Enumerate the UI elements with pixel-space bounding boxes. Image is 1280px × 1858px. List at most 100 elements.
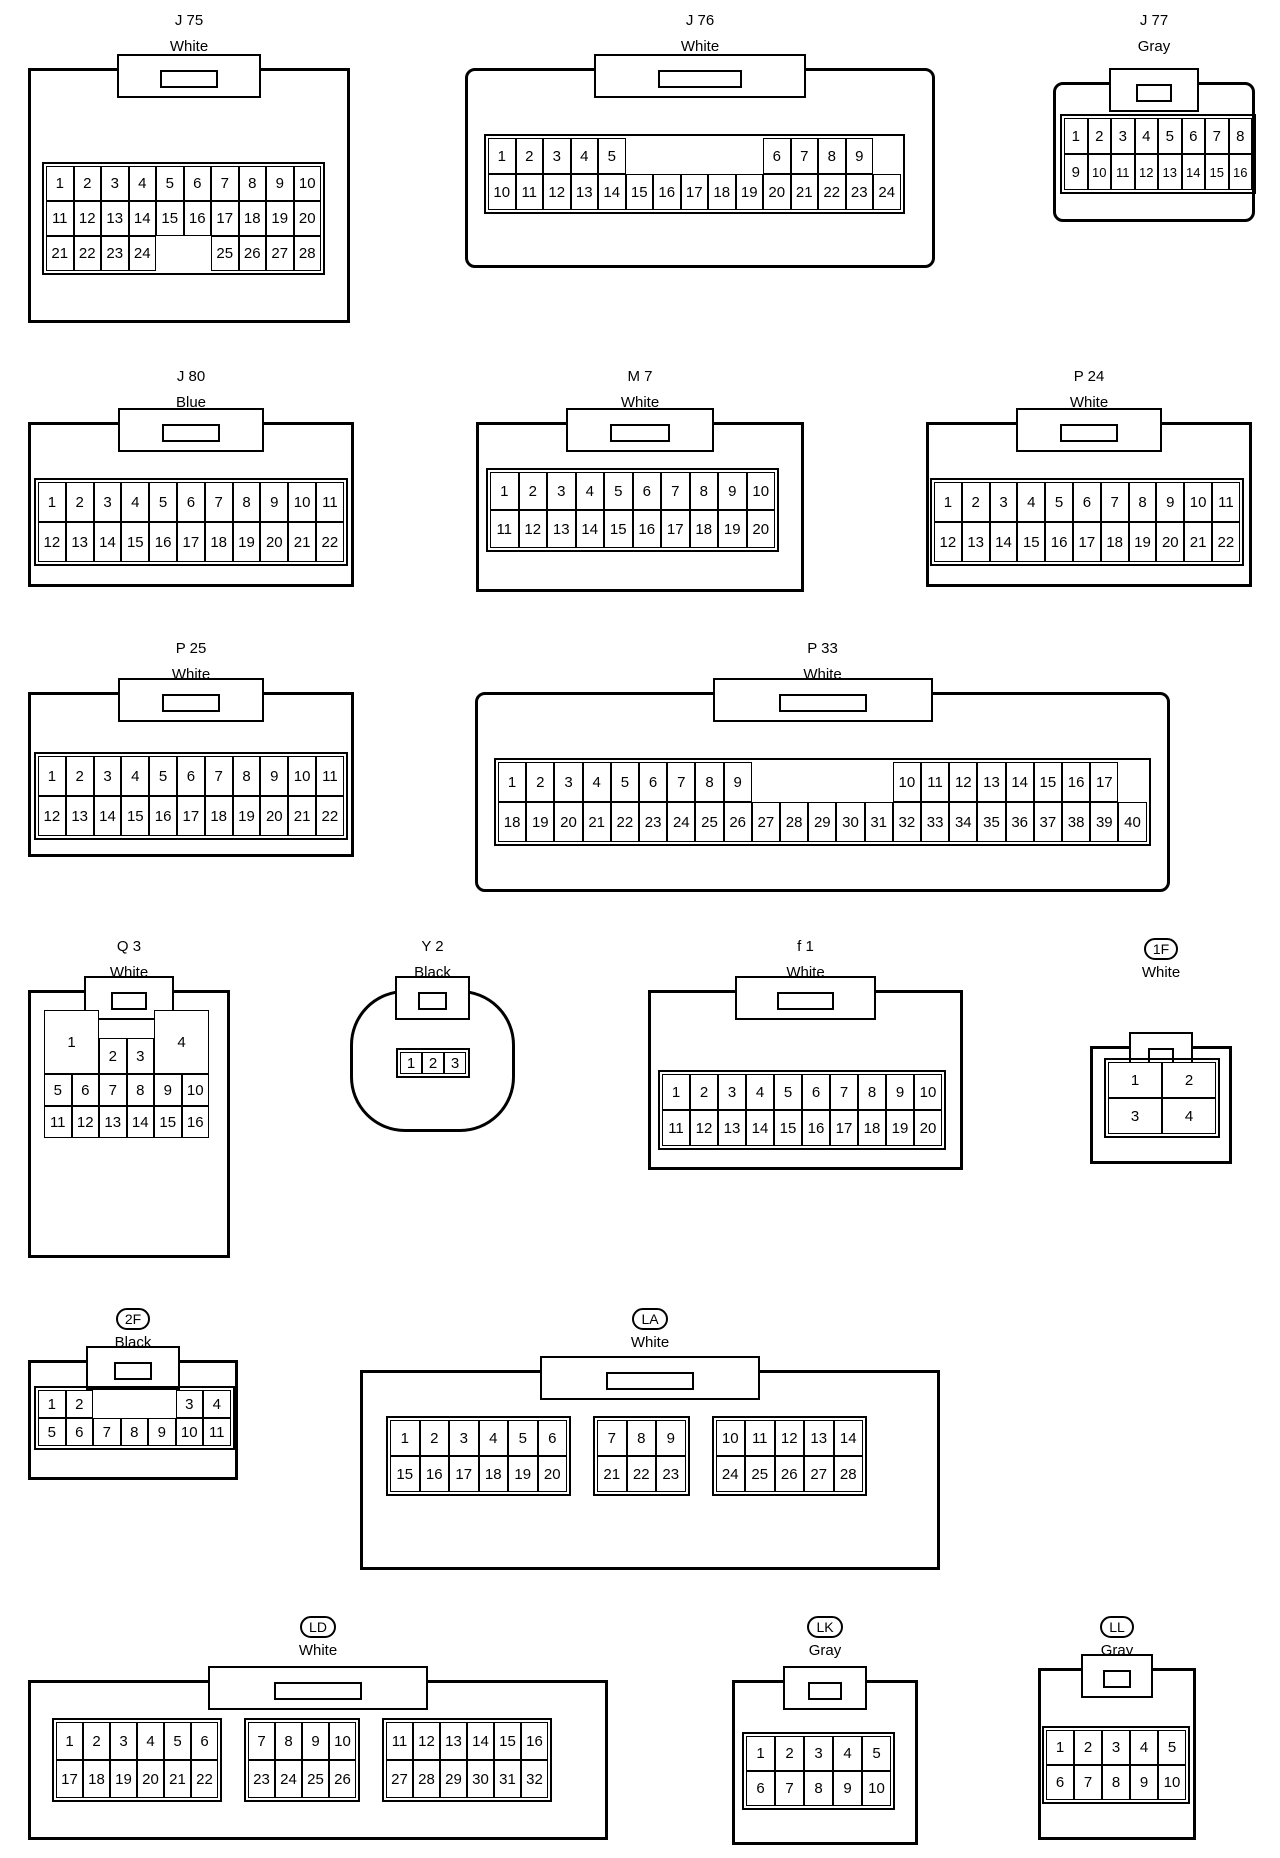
terminal-12: 12 xyxy=(1134,154,1158,190)
terminal-6: 6 xyxy=(1073,482,1101,522)
terminal-18: 18 xyxy=(689,510,718,548)
connector-label: J 77 xyxy=(1094,12,1214,29)
terminal-20: 20 xyxy=(260,796,289,836)
terminal-31: 31 xyxy=(494,1760,521,1798)
terminal-13: 13 xyxy=(65,796,94,836)
terminal-21: 21 xyxy=(1184,522,1212,562)
terminal-9: 9 xyxy=(1130,1765,1158,1800)
terminal-10: 10 xyxy=(488,174,516,210)
connector-id: M 7 xyxy=(627,368,653,385)
terminal-27: 27 xyxy=(386,1760,413,1798)
terminal-3: 3 xyxy=(126,1038,154,1074)
terminal-11: 11 xyxy=(662,1110,690,1146)
terminal-21: 21 xyxy=(46,236,74,271)
terminal-15: 15 xyxy=(625,174,653,210)
terminal-3: 3 xyxy=(93,482,122,522)
terminal-5: 5 xyxy=(862,1736,891,1771)
connector-label: P 25 xyxy=(131,640,251,657)
terminal-9: 9 xyxy=(260,482,289,522)
terminal-9: 9 xyxy=(1064,154,1088,190)
pin-block xyxy=(52,1718,222,1802)
terminal-10: 10 xyxy=(329,1722,356,1760)
terminal-10: 10 xyxy=(1184,482,1212,522)
terminal-3: 3 xyxy=(989,482,1018,522)
latch-tab xyxy=(657,70,743,88)
terminal-23: 23 xyxy=(639,802,668,842)
terminal-11: 11 xyxy=(1212,482,1240,522)
terminal-10: 10 xyxy=(181,1074,209,1106)
terminal-3: 3 xyxy=(101,166,129,201)
connector-color: White xyxy=(620,394,660,411)
terminal-2: 2 xyxy=(961,482,990,522)
terminal-25: 25 xyxy=(695,802,724,842)
terminal-7: 7 xyxy=(830,1074,858,1110)
latch-tab xyxy=(114,1362,152,1380)
terminal-17: 17 xyxy=(1090,762,1119,802)
terminal-21: 21 xyxy=(790,174,818,210)
terminal-1: 1 xyxy=(46,166,74,201)
terminal-23: 23 xyxy=(248,1760,275,1798)
terminal-8: 8 xyxy=(858,1074,886,1110)
terminal-4: 4 xyxy=(121,756,150,796)
terminal-8: 8 xyxy=(120,1418,148,1446)
pin-cavity xyxy=(1042,1726,1190,1804)
terminal-13: 13 xyxy=(99,1106,127,1138)
terminal-28: 28 xyxy=(293,236,321,271)
terminal-2: 2 xyxy=(99,1038,127,1074)
connector-id: 2F xyxy=(115,1308,151,1330)
connector-id: 1F xyxy=(1143,938,1179,960)
terminal-23: 23 xyxy=(656,1456,686,1492)
terminal-16: 16 xyxy=(419,1456,449,1492)
terminal-15: 15 xyxy=(154,1106,182,1138)
terminal-3: 3 xyxy=(543,138,571,174)
terminal-5: 5 xyxy=(164,1722,191,1760)
latch-tab xyxy=(808,1682,842,1700)
latch-tab xyxy=(110,992,148,1010)
terminal-16: 16 xyxy=(149,796,177,836)
terminal-7: 7 xyxy=(93,1418,121,1446)
terminal-21: 21 xyxy=(597,1456,627,1492)
terminal-37: 37 xyxy=(1033,802,1062,842)
terminal-28: 28 xyxy=(833,1456,863,1492)
terminal-14: 14 xyxy=(93,796,122,836)
terminal-18: 18 xyxy=(238,201,266,236)
terminal-34: 34 xyxy=(949,802,978,842)
connector-color: Gray xyxy=(808,1642,842,1659)
terminal-26: 26 xyxy=(723,802,752,842)
connector-color: Blue xyxy=(175,394,207,411)
connector-label: P 33 xyxy=(763,640,883,657)
terminal-4: 4 xyxy=(121,482,150,522)
terminal-22: 22 xyxy=(1212,522,1240,562)
terminal-16: 16 xyxy=(1062,762,1091,802)
terminal-11: 11 xyxy=(46,201,74,236)
connector-label: J 80 xyxy=(131,368,251,385)
pin-cavity xyxy=(742,1732,895,1810)
terminal-11: 11 xyxy=(316,756,344,796)
pin-cavity xyxy=(34,752,348,840)
terminal-13: 13 xyxy=(65,522,94,562)
terminal-20: 20 xyxy=(1156,522,1185,562)
connector-label: Y 2 xyxy=(373,938,493,955)
terminal-4: 4 xyxy=(1162,1098,1216,1134)
terminal-27: 27 xyxy=(751,802,780,842)
connector-label: P 24 xyxy=(1029,368,1149,385)
terminal-20: 20 xyxy=(537,1456,567,1492)
terminal-6: 6 xyxy=(632,472,661,510)
terminal-18: 18 xyxy=(204,522,233,562)
terminal-6: 6 xyxy=(71,1074,99,1106)
terminal-4: 4 xyxy=(137,1722,164,1760)
connector-id: J 75 xyxy=(174,12,204,29)
terminal-10: 10 xyxy=(892,762,921,802)
terminal-5: 5 xyxy=(38,1418,66,1446)
terminal-8: 8 xyxy=(232,756,261,796)
terminal-8: 8 xyxy=(1128,482,1157,522)
terminal-21: 21 xyxy=(288,796,316,836)
terminal-4: 4 xyxy=(478,1420,508,1456)
terminal-14: 14 xyxy=(746,1110,774,1146)
terminal-14: 14 xyxy=(1181,154,1205,190)
connector-id: LL xyxy=(1100,1616,1134,1638)
terminal-14: 14 xyxy=(575,510,604,548)
connector-label: Q 3 xyxy=(69,938,189,955)
terminal-10: 10 xyxy=(746,472,775,510)
terminal-2: 2 xyxy=(690,1074,718,1110)
